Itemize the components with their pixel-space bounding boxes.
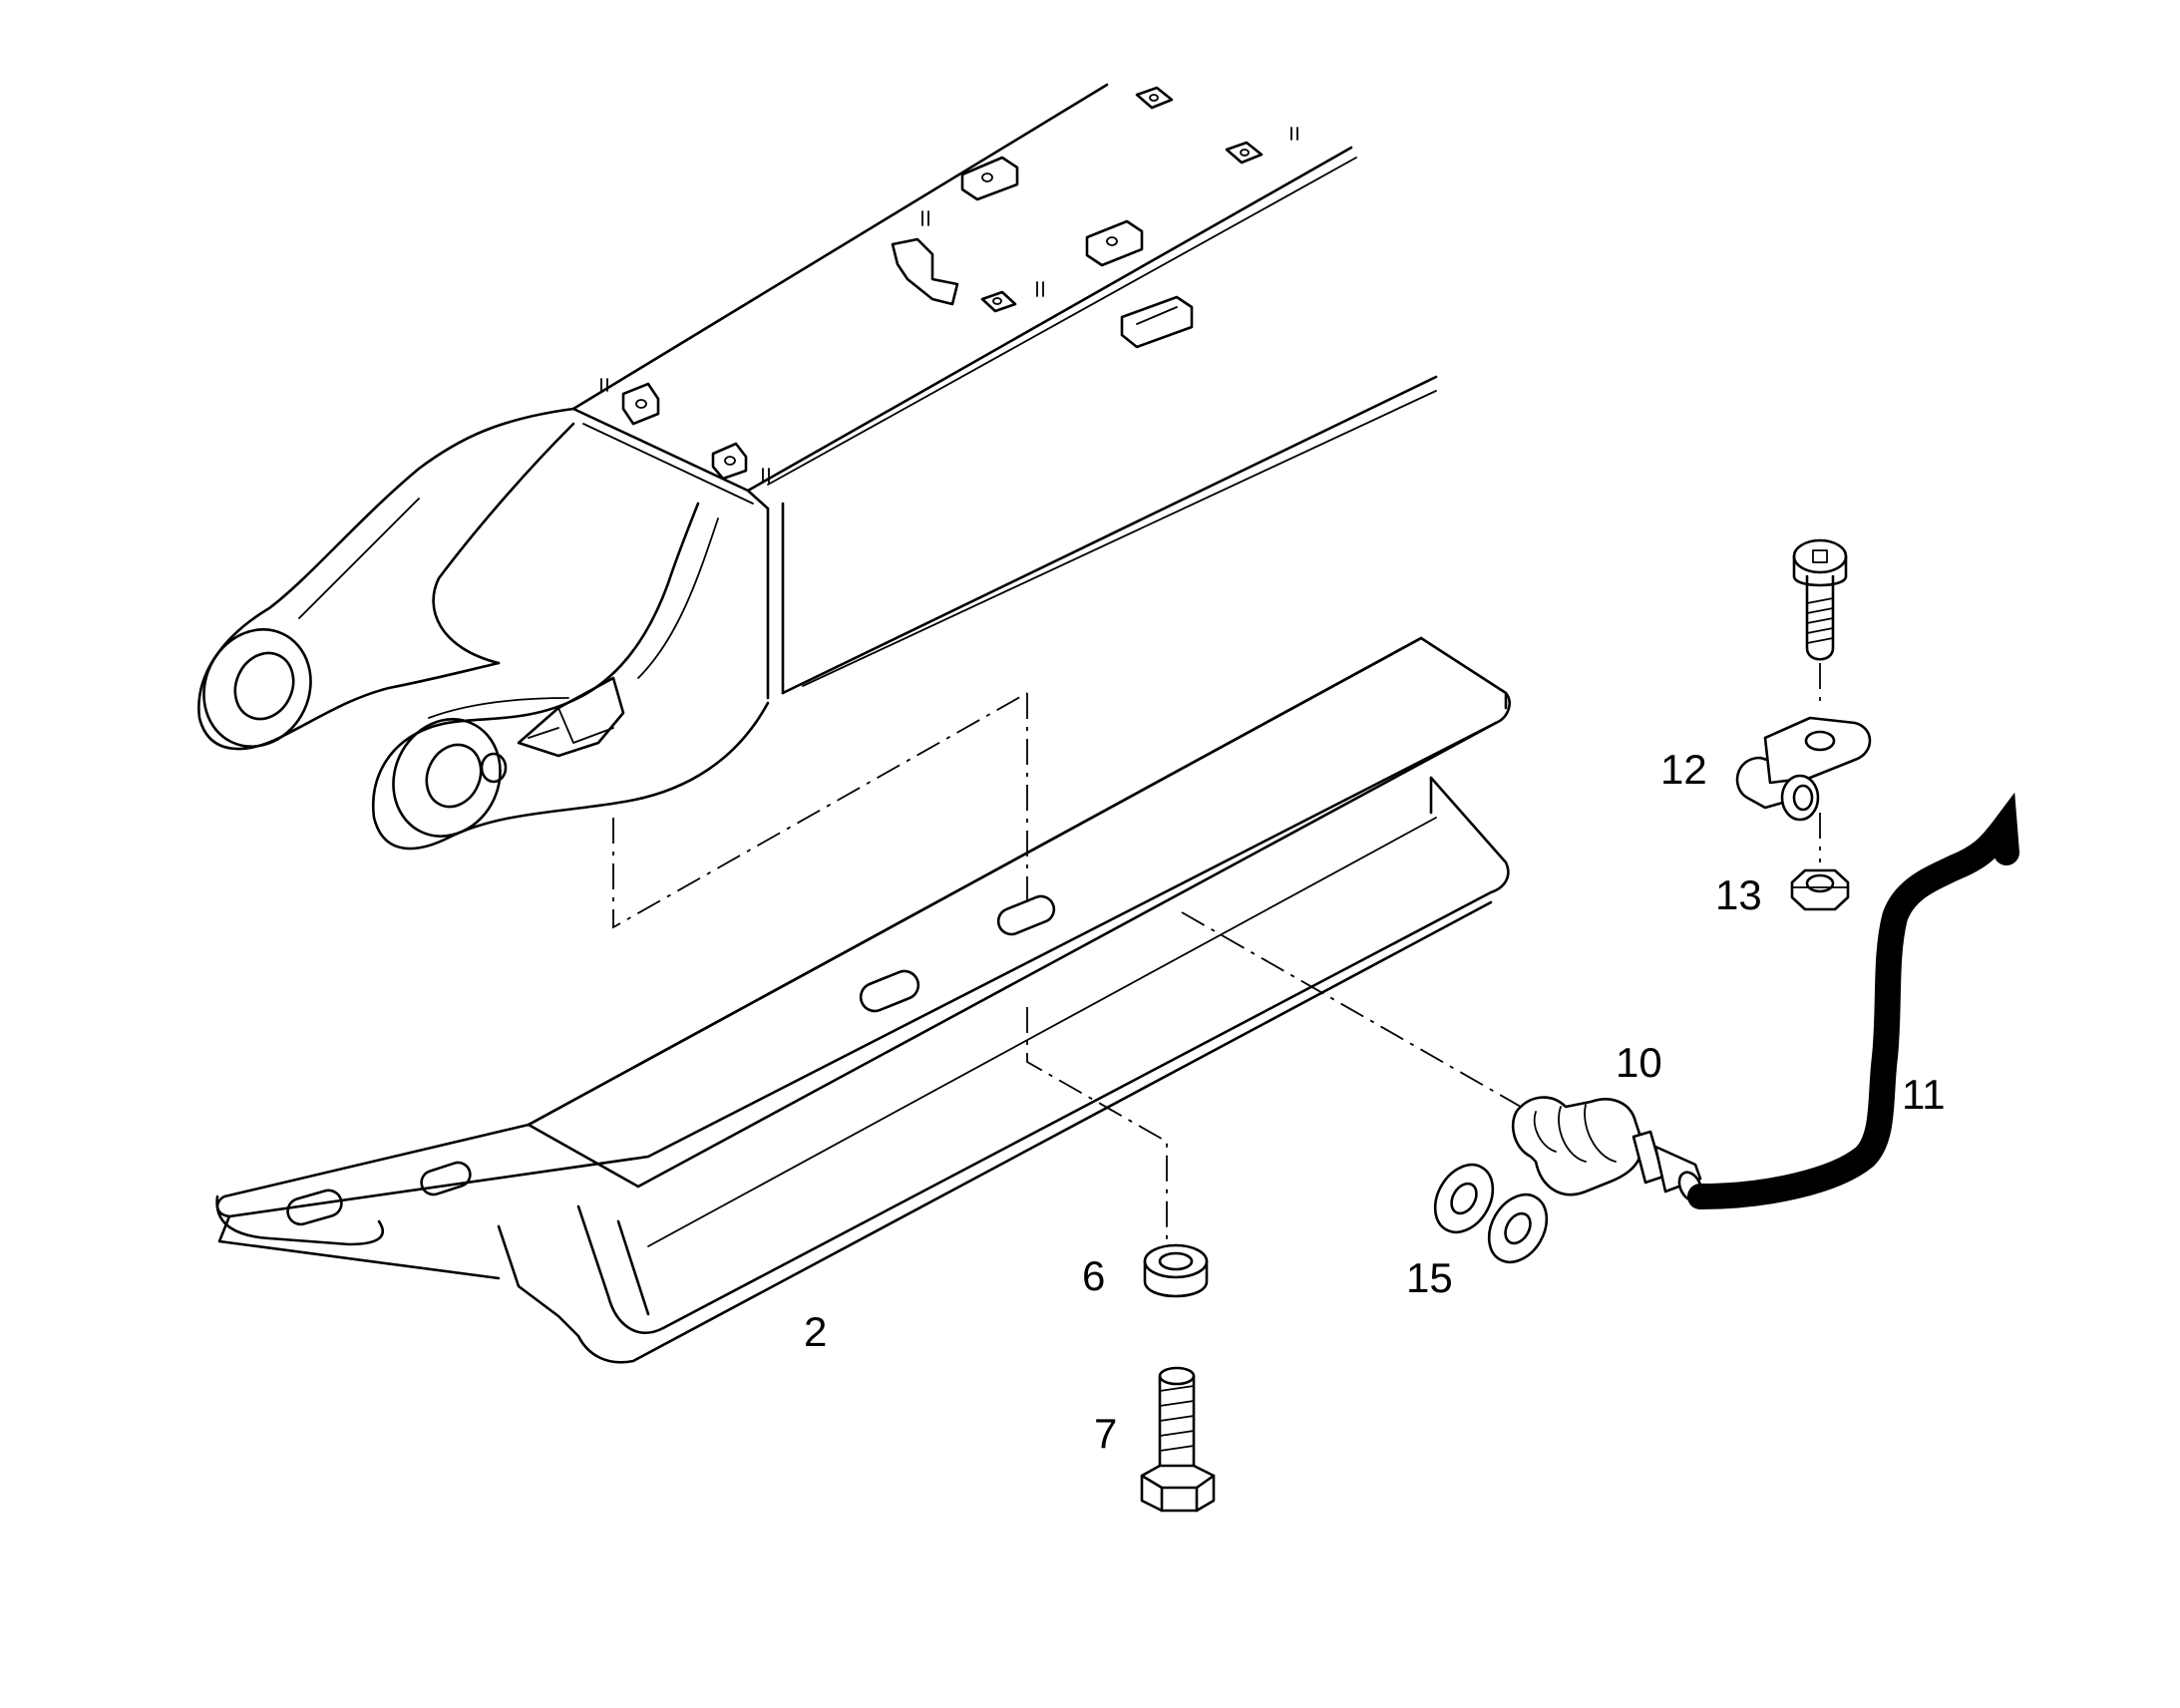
hose-part-11 <box>1687 792 2019 1209</box>
boom-assembly <box>197 83 1438 851</box>
fitting-part-10 <box>1511 1096 1703 1202</box>
nut-part-13 <box>1790 868 1850 911</box>
callout-6: 6 <box>1082 1252 1105 1299</box>
washers-part-15 <box>1433 1163 1549 1264</box>
callout-7: 7 <box>1094 1410 1117 1457</box>
bolt-part-7 <box>1140 1366 1216 1513</box>
callout-labels: 2 6 7 10 11 12 13 15 <box>804 746 1946 1457</box>
assembly-lines <box>612 663 1821 1246</box>
callout-12: 12 <box>1660 746 1707 793</box>
callout-15: 15 <box>1406 1254 1453 1301</box>
callout-13: 13 <box>1715 871 1762 918</box>
beam-part-2 <box>215 636 1511 1364</box>
callout-11: 11 <box>1902 1071 1946 1118</box>
callout-2: 2 <box>804 1308 827 1355</box>
screw-clamp-part-12 <box>1735 538 1872 822</box>
washer-part-6 <box>1143 1243 1209 1298</box>
callout-10: 10 <box>1616 1039 1662 1086</box>
